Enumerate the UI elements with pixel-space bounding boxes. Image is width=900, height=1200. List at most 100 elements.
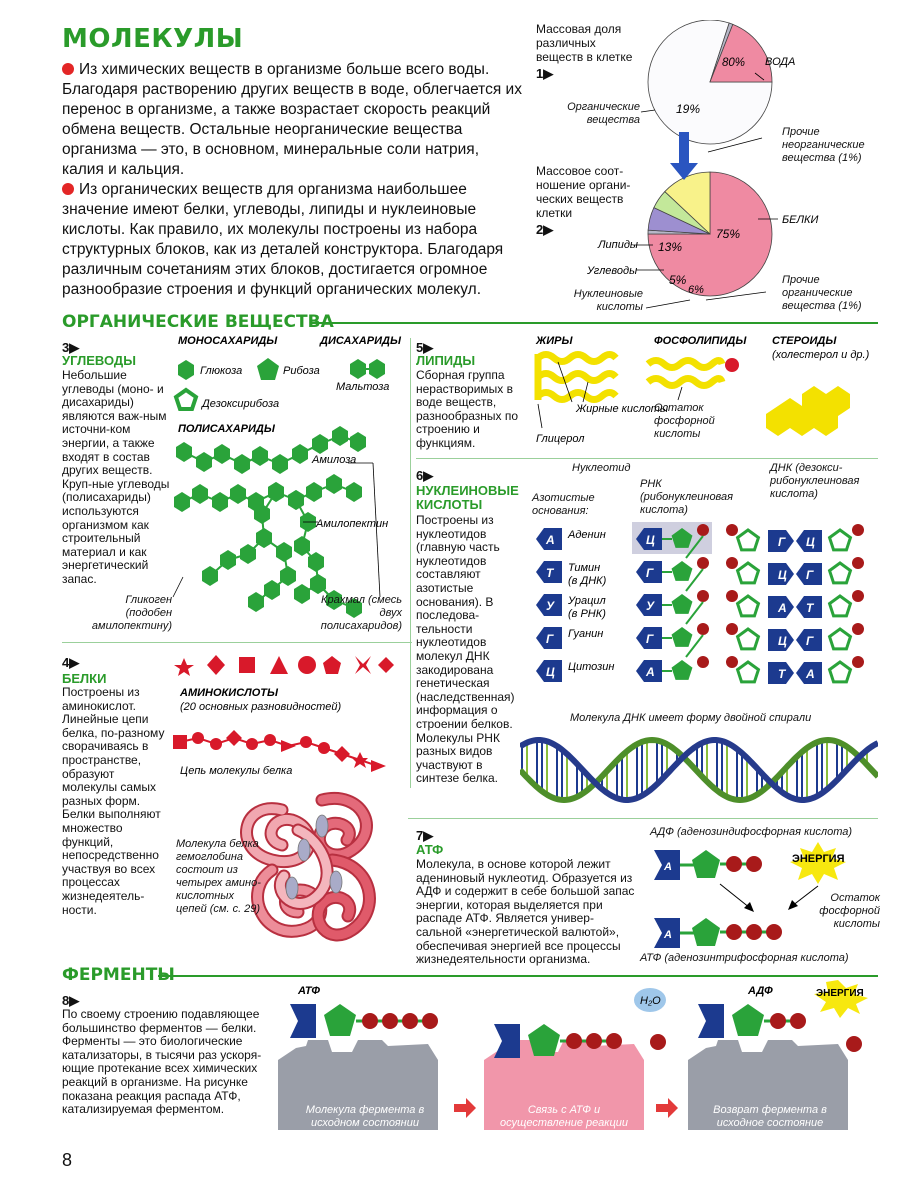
amino-acid-unit [173,735,187,749]
amino-acid-shapes [174,655,394,676]
circle-shape-icon [298,656,316,674]
diamond-shape-icon [378,657,394,673]
hexagon-unit-icon [220,550,236,570]
triangle-shape-icon [270,656,288,674]
s5-text: Сборная группа нерастворимых в воде веще… [416,368,519,450]
hexagon-unit-icon [174,492,190,512]
phosphate-circle-icon [725,358,739,372]
sugar-pentagon-icon [735,594,761,618]
hexagon-unit-icon [202,566,218,586]
phosphate-circle-icon [852,623,864,635]
ribose-label: Рибоза [283,365,320,377]
bullet-icon [62,63,74,75]
svg-text:Ц: Ц [778,568,787,582]
pie2-label-6: 6% [688,284,704,296]
svg-text:Г: Г [778,535,786,549]
helix-backbone [520,737,878,803]
adenine-block-icon [698,1004,724,1038]
heme-disc [329,870,343,894]
fat-molecule [534,351,619,403]
hexagon-unit-icon [176,442,192,462]
pie1-label-water: ВОДА [765,56,795,68]
hexagon-unit-icon [272,454,288,474]
svg-text:А: А [645,665,655,679]
enzyme-molecule [278,1040,438,1130]
base-name-label: Аденин [567,529,606,541]
base-name-label: Гуанин [568,628,603,640]
svg-text:Ц: Ц [546,665,555,679]
sugar-pentagon-icon [827,594,853,618]
mono-label: МОНОСАХАРИДЫ [178,335,278,347]
page-number: 8 [62,1150,73,1170]
amino-sub-label: (20 основных разновидностей) [180,701,341,713]
s3-title: УГЛЕВОДЫ [62,353,136,368]
ribose-pentagon-icon [257,358,279,380]
s7-text: Молекула, в основе которой лежит аденино… [416,857,635,967]
pie-charts: 80% ВОДА 19% 75% БЕЛКИ 13% 5% 6% Липиды … [586,20,819,309]
base-block-icon [536,660,562,682]
enzyme-caption-2: Связь с АТФ и осуществление реакции [499,1104,628,1129]
sugar-pentagon-icon [735,561,761,585]
hexagon-unit-icon [214,444,230,464]
amino-acid-unit [300,736,312,748]
svg-text:А: А [777,601,787,615]
s5-number: 5▶ [416,340,434,355]
di-label: ДИСАХАРИДЫ [319,335,402,347]
svg-text:Т: Т [546,566,555,580]
glycogen-label: Гликоген (подобен амилопектину) [91,594,172,632]
hexagon-unit-icon [312,434,328,454]
sugar-pentagon-icon [827,561,853,585]
phosphate-residue-label: Остаток фосфорной кислоты [654,402,715,440]
phosphate-circle-icon [726,656,738,668]
svg-text:А: А [545,533,555,547]
hexagon-unit-icon [252,446,268,466]
carbs-diagram: МОНОСАХАРИДЫ ДИСАХАРИДЫ Глюкоза Рибоза М… [172,335,402,618]
enzyme-molecule [688,1040,848,1130]
base-name-label: Тимин [568,562,600,574]
hexagon-unit-icon [350,432,366,452]
base-block-icon [536,528,562,550]
svg-text:(в РНК): (в РНК) [568,608,606,620]
s3-number: 3▶ [62,340,80,355]
energy-burst-icon [790,842,846,884]
amino-acid-unit [264,734,276,746]
intro-paragraph-1: Из химических веществ в организме больше… [62,60,522,180]
ribose-pentagon-icon [692,918,720,946]
hemoglobin-label: Молекула белка гемоглобина состоит из че… [176,838,261,915]
s3-text: Небольшие углеводы (моно- и дисахариды) … [62,368,170,586]
ribose-pentagon-icon [732,1004,764,1036]
poly-label: ПОЛИСАХАРИДЫ [178,423,276,435]
pie2-label-proteins: БЕЛКИ [782,214,819,226]
phospholipid-molecule [645,357,726,389]
phosphate-circle-icon [362,1013,378,1029]
phosphate-circle-icon [382,1013,398,1029]
intro-text: Из химических веществ в организме больше… [62,60,522,300]
svg-text:(в ДНК): (в ДНК) [568,575,607,587]
phosphate-circle-icon [770,1013,786,1029]
hexagon-unit-icon [326,474,342,494]
base-block-icon [768,629,794,651]
hexagon-unit-icon [292,444,308,464]
s5-title: ЛИПИДЫ [416,353,476,368]
phosphate-circle-icon [766,924,782,940]
phosphate-circle-icon [726,557,738,569]
ribose-pentagon-icon [528,1024,560,1056]
chain-label: Цепь молекулы белка [180,765,292,777]
dna-heading: ДНК (дезокси-рибонуклеиновая кислота) [770,462,860,500]
bullet-icon [62,183,74,195]
hexagon-unit-icon [192,484,208,504]
phosphate-circle-icon [852,656,864,668]
pie2-label-5: 5% [669,273,687,287]
base-block-icon [768,662,794,684]
base-name-label: Урацил [567,595,606,607]
protein-chain [173,730,386,772]
hexagon-unit-icon [240,544,256,564]
down-arrow-icon [670,132,698,180]
square-shape-icon [239,657,255,673]
dna-helix [520,736,878,804]
phosphate-circle-icon [746,856,762,872]
base-block-icon [796,662,822,684]
svg-text:Т: Т [778,667,787,681]
phosphate-circle-icon [726,924,742,940]
